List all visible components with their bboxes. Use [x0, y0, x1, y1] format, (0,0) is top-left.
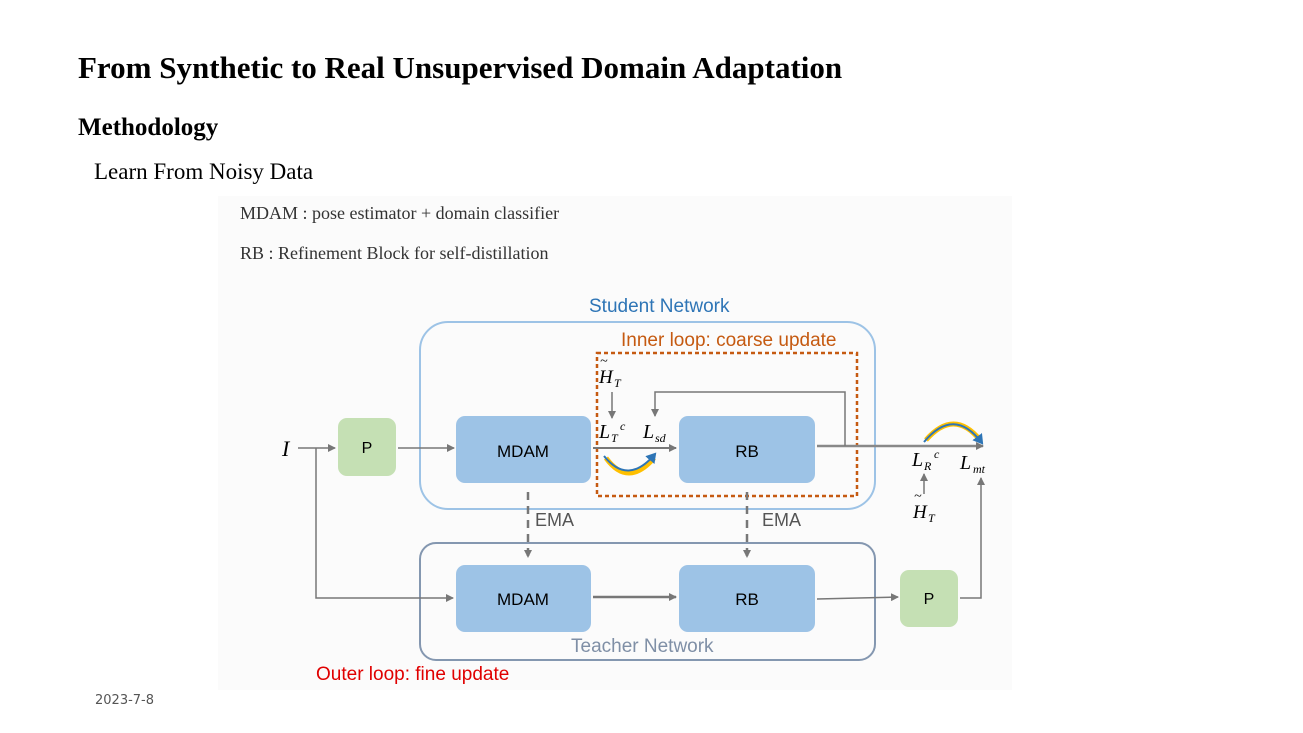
rb-block-student	[679, 416, 815, 483]
svg-text:L: L	[598, 421, 610, 443]
teacher-to-lmt-arrow	[960, 477, 985, 599]
svg-text:L: L	[642, 421, 654, 443]
rb-block-teacher-label: RB	[735, 590, 759, 609]
svg-text:~: ~	[914, 489, 922, 504]
p-block-teacher	[900, 570, 958, 627]
ema-rb-label: EMA	[762, 510, 801, 530]
outer-cycle-icon	[923, 421, 984, 445]
method-diagram-figure: MDAM : pose estimator + domain classifie…	[218, 196, 1012, 690]
teacher-network-box	[419, 542, 876, 661]
input-to-teacher-arrow	[315, 448, 454, 602]
loss-mean-teacher: L mt	[959, 452, 986, 476]
svg-text:T: T	[611, 431, 619, 445]
mdam-block-student-label: MDAM	[497, 442, 549, 461]
student-network-label: Student Network	[589, 296, 730, 317]
subsection-heading: Learn From Noisy Data	[94, 159, 314, 184]
svg-text:c: c	[934, 447, 940, 461]
rb-block-student-label: RB	[735, 442, 759, 461]
rb-to-p-teacher-arrow	[816, 593, 899, 602]
mdam-block-teacher-label: MDAM	[497, 590, 549, 609]
svg-text:L: L	[959, 452, 971, 474]
h-target-outer: H ~ T	[912, 489, 936, 525]
loss-target-coarse: L T c	[598, 419, 626, 445]
inner-cycle-icon	[603, 452, 657, 476]
feedback-arrow	[651, 391, 846, 446]
mdam-block-teacher	[456, 565, 591, 632]
p-block-teacher-label: P	[924, 591, 935, 608]
slide-title: From Synthetic to Real Unsupervised Doma…	[78, 50, 843, 85]
svg-text:~: ~	[600, 354, 608, 369]
inner-loop-box	[595, 351, 859, 498]
svg-text:T: T	[614, 376, 622, 390]
mdam-block-student	[456, 416, 591, 483]
outer-loop-label: Outer loop: fine update	[316, 664, 509, 685]
loss-real-coarse: L R c	[911, 447, 940, 473]
ema-mdam-label: EMA	[535, 510, 574, 530]
loss-self-distillation: L sd	[642, 421, 667, 445]
note-rb: RB : Refinement Block for self-distillat…	[240, 243, 548, 263]
svg-text:c: c	[620, 419, 626, 433]
p-block-student	[338, 418, 396, 476]
svg-text:mt: mt	[973, 462, 986, 476]
footer-date: 2023-7-8	[95, 693, 155, 708]
section-heading: Methodology	[78, 114, 219, 141]
svg-text:H: H	[912, 502, 928, 523]
svg-text:sd: sd	[655, 431, 667, 445]
rb-block-teacher	[679, 565, 815, 632]
h-target-inner: H ~ T	[598, 354, 622, 390]
inner-loop-label: Inner loop: coarse update	[621, 330, 837, 351]
svg-text:R: R	[923, 459, 932, 473]
svg-text:L: L	[911, 449, 923, 471]
svg-text:H: H	[598, 367, 614, 388]
input-symbol: I	[281, 436, 291, 461]
teacher-network-label: Teacher Network	[571, 636, 714, 657]
note-mdam: MDAM : pose estimator + domain classifie…	[240, 203, 559, 223]
svg-text:T: T	[928, 511, 936, 525]
p-block-student-label: P	[362, 440, 373, 457]
method-diagram: MDAM : pose estimator + domain classifie…	[240, 203, 986, 685]
student-network-box	[419, 321, 876, 510]
